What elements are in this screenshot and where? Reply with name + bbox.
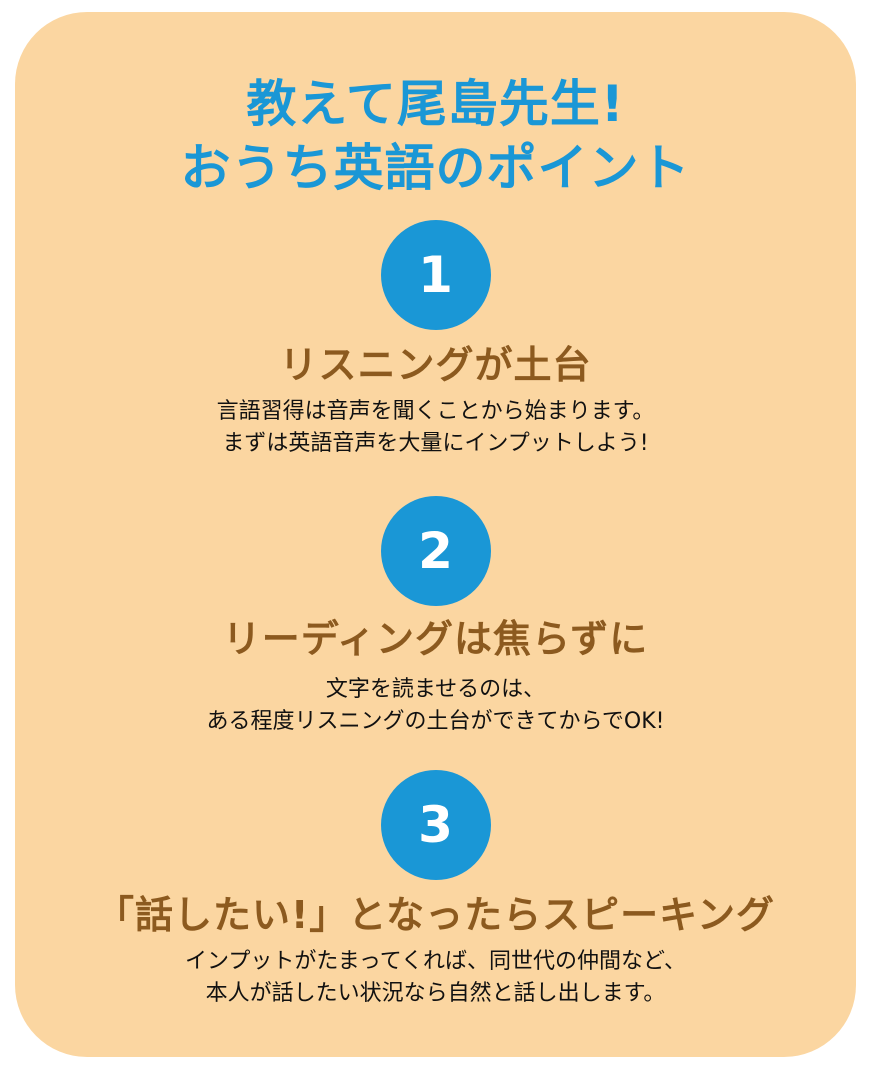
title-line-2: おうち英語のポイント [180, 139, 691, 197]
point-2-body-line-2: ある程度リスニングの土台ができてからでOK! [206, 709, 665, 734]
point-2-body: 文字を読ませるのは、 ある程度リスニングの土台ができてからでOK! [15, 674, 856, 738]
number-badge-2: 2 [380, 496, 491, 606]
point-3-body-line-2: 本人が話したい状況なら自然と話し出します。 [205, 981, 666, 1006]
page-title: 教えて尾島先生! おうち英語のポイント [15, 72, 856, 200]
title-line-1: 教えて尾島先生! [246, 75, 625, 133]
number-badge-1: 1 [380, 220, 491, 330]
point-2-body-line-1: 文字を読ませるのは、 [325, 677, 546, 702]
point-1-body: 言語習得は音声を聞くことから始まります。 まずは英語音声を大量にインプットしよう… [15, 396, 856, 460]
point-2-heading: リーディングは焦らずに [222, 617, 649, 661]
point-3-body-line-1: インプットがたまってくれば、同世代の仲間など、 [185, 949, 686, 974]
point-1-heading: リスニングが土台 [279, 343, 592, 387]
point-1-body-line-2: まずは英語音声を大量にインプットしよう! [222, 431, 649, 456]
number-badge-3: 3 [380, 770, 491, 880]
point-3-body: インプットがたまってくれば、同世代の仲間など、 本人が話したい状況なら自然と話し… [15, 946, 856, 1010]
point-1-body-line-1: 言語習得は音声を聞くことから始まります。 [216, 399, 655, 424]
point-3-heading: 「話したい!」となったらスピーキング [95, 893, 776, 937]
info-card: 教えて尾島先生! おうち英語のポイント 1 リスニングが土台 言語習得は音声を聞… [15, 12, 856, 1057]
